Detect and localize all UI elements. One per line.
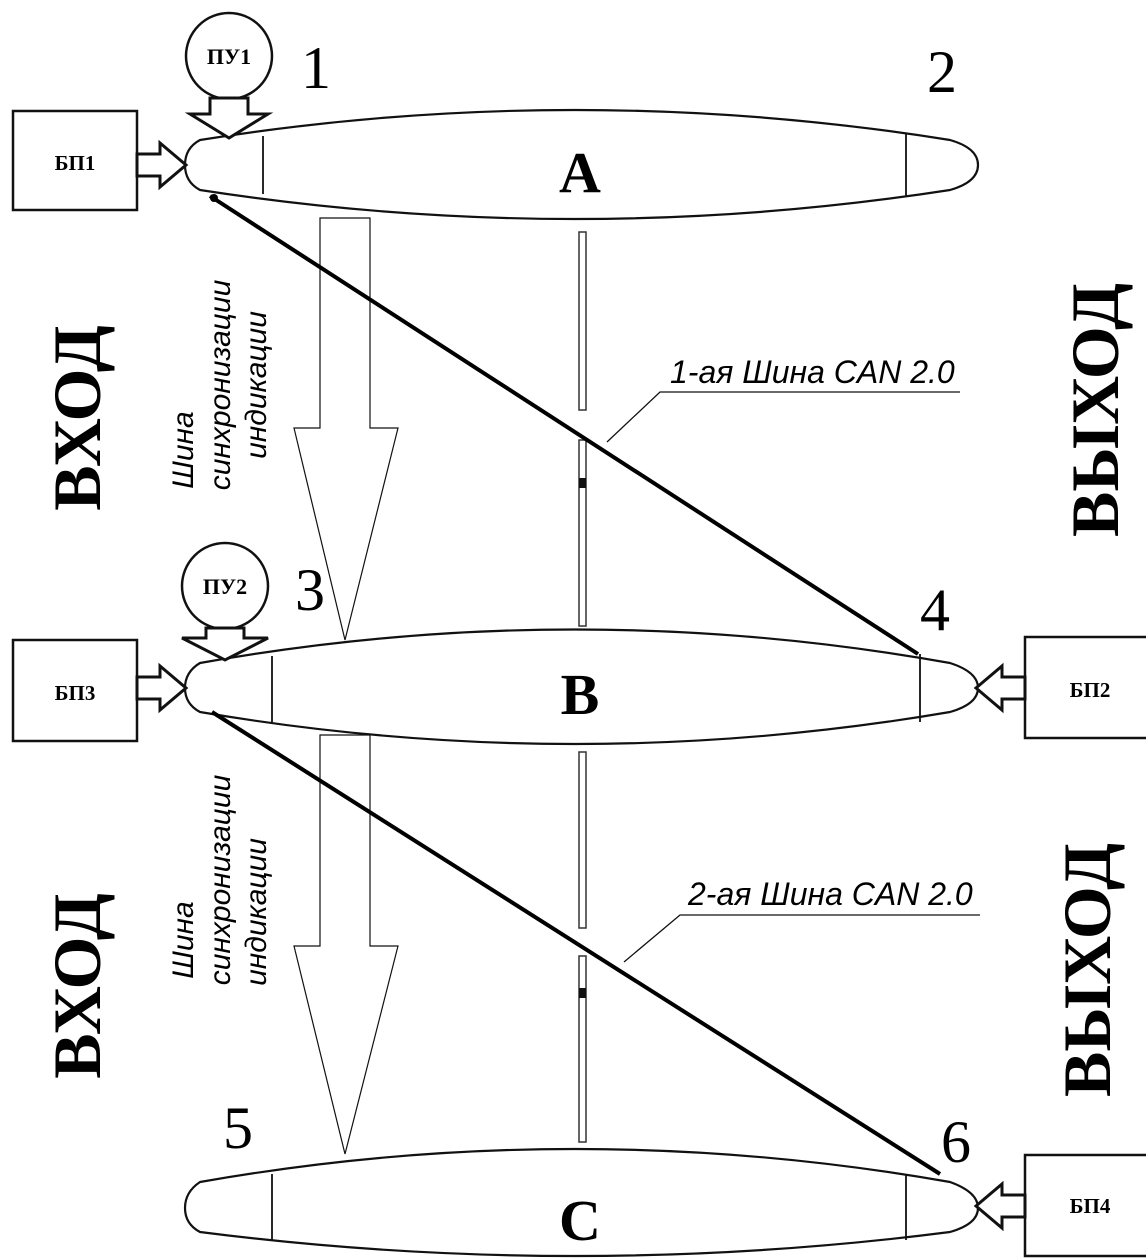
can-bus-2-label: 2-ая Шина CAN 2.0 [687,876,973,912]
input-label-top: ВХОД [39,325,115,511]
sync-bottom-line1: Шина [167,901,200,979]
can-bus-1-line [208,194,920,656]
unit-a: A 1 2 [183,35,980,221]
unit-b-right-number: 4 [920,577,950,643]
unit-b-letter: B [561,662,600,727]
pu1-label: ПУ1 [207,44,251,69]
power-supply-bp1: БП1 [11,109,139,212]
bp2-label: БП2 [1070,678,1111,702]
can-bus-2-line [210,710,942,1176]
bp2-arrow [973,662,1027,714]
unit-a-letter: A [559,140,601,205]
bp4-arrow [973,1180,1027,1232]
bp3-label: БП3 [55,681,96,705]
power-supply-bp3: БП3 [11,638,139,743]
can-bus-1-label: 1-ая Шина CAN 2.0 [670,354,955,390]
unit-c-left-number: 5 [223,1095,253,1161]
unit-a-left-number: 1 [301,35,331,101]
can-bus-2-leader [623,914,980,963]
output-label-bottom: ВЫХОД [1049,843,1125,1097]
pu2-label: ПУ2 [203,574,247,599]
unit-b: B 3 4 [183,557,980,746]
center-spine [578,231,587,1143]
bp4-label: БП4 [1070,1194,1111,1218]
can-bus-1-leader [606,391,960,443]
sync-bus-label-top: Шина синхронизации индикации [167,279,273,490]
sync-bottom-line3: индикации [240,838,273,986]
pu2-arrow [181,626,269,662]
control-panel-pu1: ПУ1 [184,11,274,140]
output-label-top: ВЫХОД [1057,283,1133,537]
unit-c-letter: C [559,1188,601,1253]
bp1-arrow [135,139,189,191]
unit-b-left-number: 3 [295,557,325,623]
sync-bus-arrow-top [293,217,399,641]
sync-bus-arrow-bottom [293,734,399,1155]
input-label-bottom: ВХОД [39,893,115,1079]
pu1-arrow [184,96,274,140]
sync-bottom-line2: синхронизации [204,774,237,985]
power-supply-bp4: БП4 [1023,1153,1146,1258]
unit-c: C 5 6 [183,1095,980,1258]
sync-top-line1: Шина [167,411,200,489]
sync-top-line3: индикации [240,311,273,459]
unit-c-right-number: 6 [941,1109,971,1175]
sync-top-line2: синхронизации [204,279,237,490]
control-panel-pu2: ПУ2 [180,541,270,662]
unit-a-right-number: 2 [927,39,957,105]
sync-bus-label-bottom: Шина синхронизации индикации [167,774,273,986]
bp3-arrow [135,662,189,714]
bp1-label: БП1 [55,151,96,175]
power-supply-bp2: БП2 [1023,635,1146,740]
